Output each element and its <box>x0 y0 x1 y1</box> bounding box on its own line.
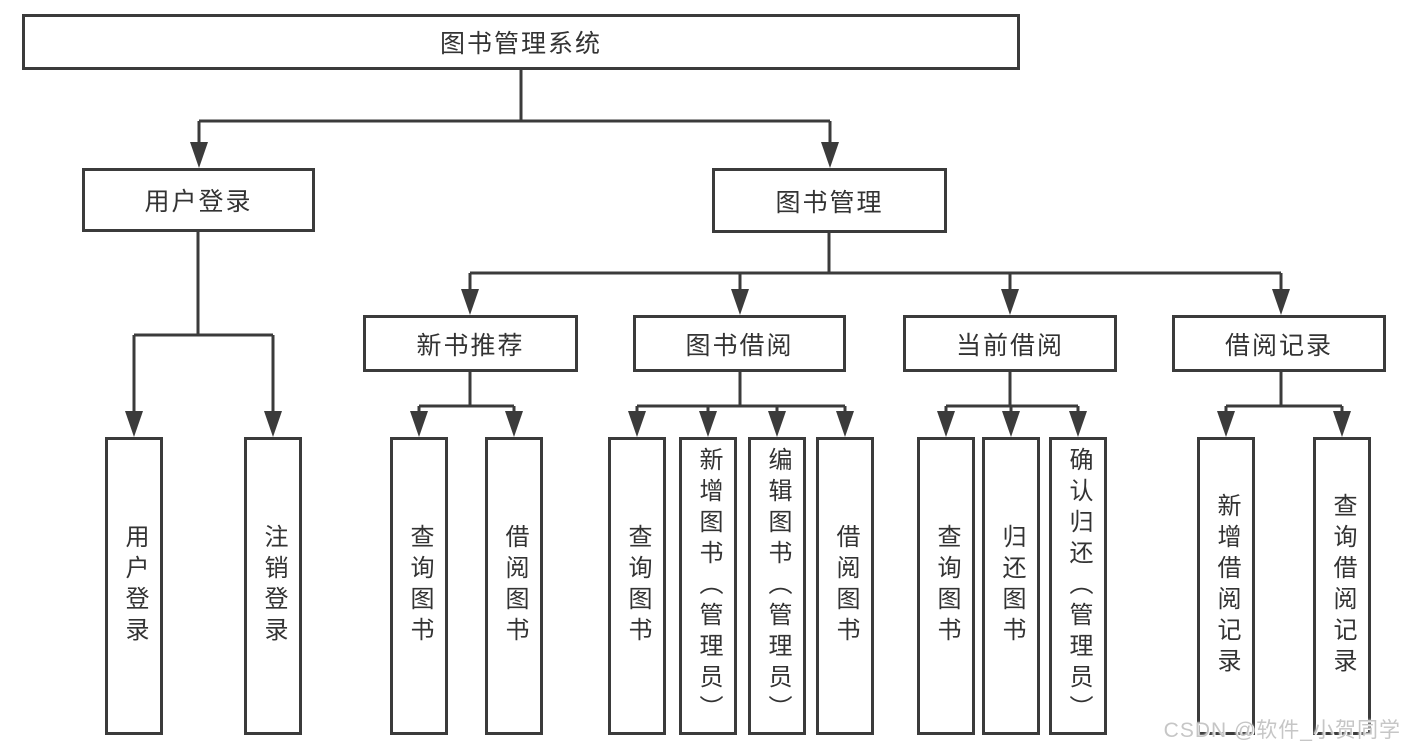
node-leaf-recommend-query-books: 查询图书 <box>390 437 448 735</box>
node-leaf-return-books: 归还图书 <box>982 437 1040 735</box>
node-current-borrow-label: 当前借阅 <box>955 331 1064 360</box>
node-leaf-confirm-return-admin-label: 确认归还（管理员） <box>1065 446 1092 726</box>
arrowhead <box>768 411 786 437</box>
node-leaf-add-books-admin: 新增图书（管理员） <box>679 437 737 735</box>
node-leaf-borrow-query-books: 查询图书 <box>608 437 666 735</box>
arrowhead <box>125 411 143 437</box>
arrowhead <box>461 289 479 315</box>
arrowhead <box>821 142 839 168</box>
arrowhead <box>731 289 749 315</box>
connector-management-branch <box>468 233 1283 295</box>
node-leaf-edit-books-admin-label: 编辑图书（管理员） <box>764 446 791 726</box>
connector-records-branch <box>1224 372 1344 420</box>
node-leaf-query-borrow-record-label: 查询借阅记录 <box>1329 493 1356 679</box>
node-user-login: 用户登录 <box>82 168 315 232</box>
arrowhead <box>1272 289 1290 315</box>
node-borrow-records-label: 借阅记录 <box>1224 331 1333 360</box>
arrowhead <box>1002 411 1020 437</box>
arrowhead <box>1069 411 1087 437</box>
arrowhead <box>190 142 208 168</box>
node-book-borrow: 图书借阅 <box>633 315 846 372</box>
arrowhead <box>505 411 523 437</box>
connector-login-branch <box>132 232 275 420</box>
node-leaf-user-login-label: 用户登录 <box>121 524 148 648</box>
node-borrow-records: 借阅记录 <box>1172 315 1386 372</box>
node-leaf-borrow-books: 借阅图书 <box>816 437 874 735</box>
node-leaf-recommend-query-books-label: 查询图书 <box>406 524 433 648</box>
node-book-management: 图书管理 <box>712 168 947 233</box>
arrowhead <box>836 411 854 437</box>
node-leaf-current-query-books: 查询图书 <box>917 437 975 735</box>
node-leaf-return-books-label: 归还图书 <box>998 524 1025 648</box>
arrowhead <box>699 411 717 437</box>
node-root-system: 图书管理系统 <box>22 14 1020 70</box>
node-leaf-query-borrow-record: 查询借阅记录 <box>1313 437 1371 735</box>
arrowheads <box>125 142 1351 437</box>
arrowhead <box>410 411 428 437</box>
node-leaf-logout-label: 注销登录 <box>260 524 287 648</box>
arrowhead <box>1001 289 1019 315</box>
node-new-book-recommend-label: 新书推荐 <box>416 331 525 360</box>
node-leaf-user-login: 用户登录 <box>105 437 163 735</box>
node-leaf-recommend-borrow-books-label: 借阅图书 <box>501 524 528 648</box>
connector-borrow-branch <box>635 372 847 420</box>
node-leaf-borrow-query-books-label: 查询图书 <box>624 524 651 648</box>
node-leaf-add-books-admin-label: 新增图书（管理员） <box>695 446 722 726</box>
connector-root-branch <box>197 70 832 146</box>
arrowhead <box>1217 411 1235 437</box>
node-book-borrow-label: 图书借阅 <box>685 331 794 360</box>
node-root-system-label: 图书管理系统 <box>439 30 602 58</box>
node-user-login-label: 用户登录 <box>144 188 253 216</box>
node-leaf-logout: 注销登录 <box>244 437 302 735</box>
node-current-borrow: 当前借阅 <box>903 315 1117 372</box>
node-leaf-recommend-borrow-books: 借阅图书 <box>485 437 543 735</box>
node-leaf-add-borrow-record-label: 新增借阅记录 <box>1213 493 1240 679</box>
node-leaf-current-query-books-label: 查询图书 <box>933 524 960 648</box>
node-new-book-recommend: 新书推荐 <box>363 315 578 372</box>
node-leaf-borrow-books-label: 借阅图书 <box>832 524 859 648</box>
arrowhead <box>628 411 646 437</box>
node-leaf-confirm-return-admin: 确认归还（管理员） <box>1049 437 1107 735</box>
csdn-watermark: CSDN @软件_小贺同学 <box>1163 719 1401 742</box>
node-leaf-add-borrow-record: 新增借阅记录 <box>1197 437 1255 735</box>
arrowhead <box>1333 411 1351 437</box>
connector-recommend-branch <box>417 372 516 420</box>
arrowhead <box>937 411 955 437</box>
arrowhead <box>264 411 282 437</box>
node-leaf-edit-books-admin: 编辑图书（管理员） <box>748 437 806 735</box>
node-book-management-label: 图书管理 <box>775 188 884 217</box>
